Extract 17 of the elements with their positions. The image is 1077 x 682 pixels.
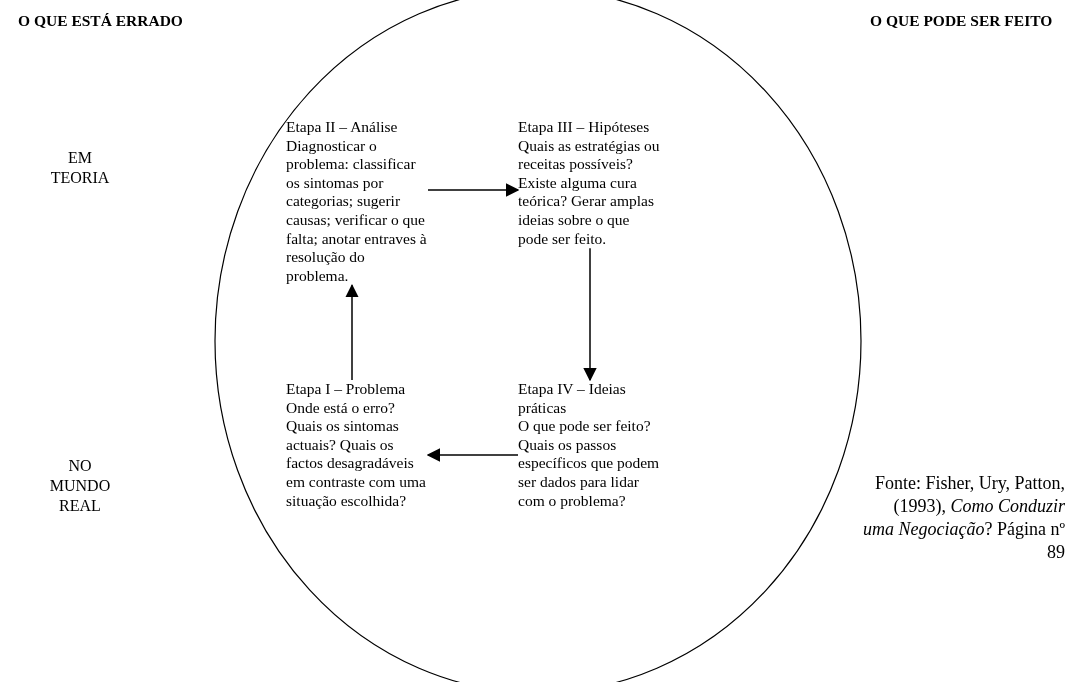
step-description: Diagnosticar o problema: classificar os sintomas por categorias; sugerir causas; verificar o que falta; anotar entraves à resolução do problema.: [286, 136, 428, 286]
arrow: [427, 183, 520, 197]
column-heading: O QUE PODE SER FEITO: [870, 12, 1054, 30]
arrow: [583, 247, 597, 382]
source-note: Fonte: Fisher, Ury, Patton, (1993), Como Conduzir uma Negociação? Página nº 89: [862, 472, 1065, 564]
row-heading: NO MUNDO REAL: [48, 456, 112, 516]
column-heading: O QUE ESTÁ ERRADO: [18, 12, 184, 30]
step-description: Onde está o erro? Quais os sintomas actuais? Quais os factos desagradáveis em contraste com uma situação escolhida?: [286, 398, 427, 511]
step-heading: Etapa II – Análise: [286, 118, 399, 137]
arrow: [426, 448, 519, 462]
row-heading: EM TEORIA: [49, 148, 111, 188]
step-heading: Etapa I – Problema: [286, 380, 407, 399]
arrow: [345, 284, 359, 381]
step-heading: Etapa III – Hipóteses: [518, 118, 651, 137]
step-description: Quais as estratégias ou receitas possíveis? Existe alguma cura teórica? Gerar amplas ideias sobre o que pode ser feito.: [518, 136, 660, 249]
step-heading: Etapa IV – Ideias práticas: [518, 380, 627, 418]
step-description: O que pode ser feito? Quais os passos específicos que podem ser dados para lidar com o problema?: [518, 417, 660, 511]
